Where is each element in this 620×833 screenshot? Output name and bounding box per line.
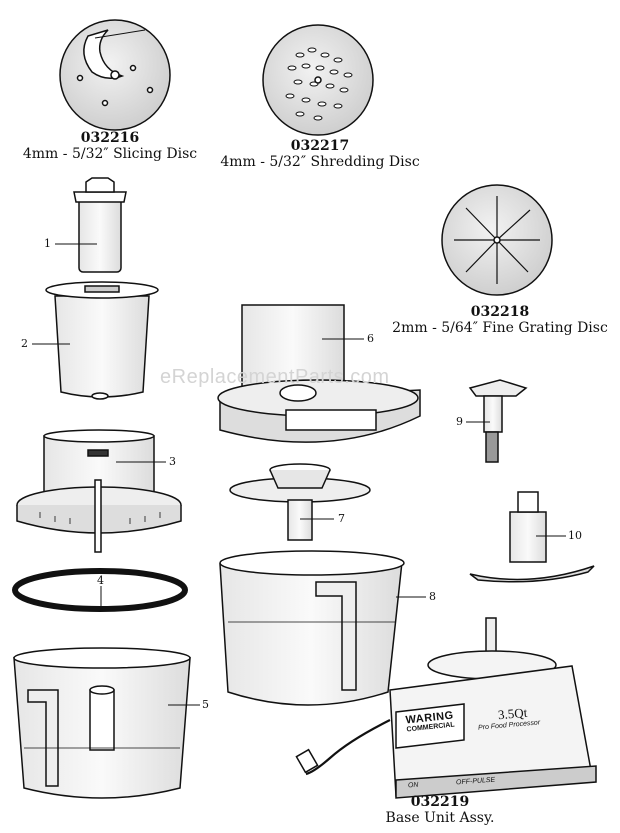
gasket-ring (12, 568, 188, 612)
grating-disc (441, 184, 553, 296)
callout-9: 9 (456, 415, 463, 428)
callout-4: 4 (97, 574, 104, 587)
shredding-disc-number: 032217 (290, 138, 350, 154)
shredding-disc-label: 032217 4mm - 5/32″ Shredding Disc (210, 138, 430, 170)
bowl-cover (16, 429, 182, 553)
callout-10: 10 (568, 529, 582, 542)
slicing-disc (59, 19, 171, 131)
callout-1: 1 (44, 237, 51, 250)
callout-3: 3 (169, 455, 176, 468)
work-bowl (13, 647, 191, 799)
base-unit-name: Base Unit Assy. (385, 810, 495, 827)
grating-disc-name: 2mm - 5/64″ Fine Grating Disc (392, 320, 608, 337)
small-stem (468, 379, 528, 463)
large-bowl (219, 550, 405, 706)
base-unit (295, 617, 597, 799)
callout-5: 5 (202, 698, 209, 711)
base-unit-label: 032219 Base Unit Assy. (380, 794, 500, 826)
watermark: eReplacementParts.com (160, 366, 390, 388)
callout-8: 8 (429, 590, 436, 603)
slicing-disc-number: 032216 (80, 130, 140, 146)
base-unit-number: 032219 (410, 794, 470, 810)
grating-disc-number: 032218 (470, 304, 530, 320)
callout-6: 6 (367, 332, 374, 345)
switch-on-label: ON (407, 781, 419, 790)
callout-2: 2 (21, 337, 28, 350)
chopping-blade (469, 491, 595, 583)
disc-stem (229, 463, 371, 541)
shredding-disc-name: 4mm - 5/32″ Shredding Disc (220, 154, 420, 171)
food-pusher (73, 177, 127, 273)
callout-7: 7 (338, 512, 345, 525)
large-cover (217, 304, 421, 443)
shredding-disc (262, 24, 374, 136)
grating-disc-label: 032218 2mm - 5/64″ Fine Grating Disc (385, 304, 615, 336)
pusher-sleeve (45, 281, 159, 400)
slicing-disc-label: 032216 4mm - 5/32″ Slicing Disc (10, 130, 210, 162)
slicing-disc-name: 4mm - 5/32″ Slicing Disc (22, 146, 198, 163)
